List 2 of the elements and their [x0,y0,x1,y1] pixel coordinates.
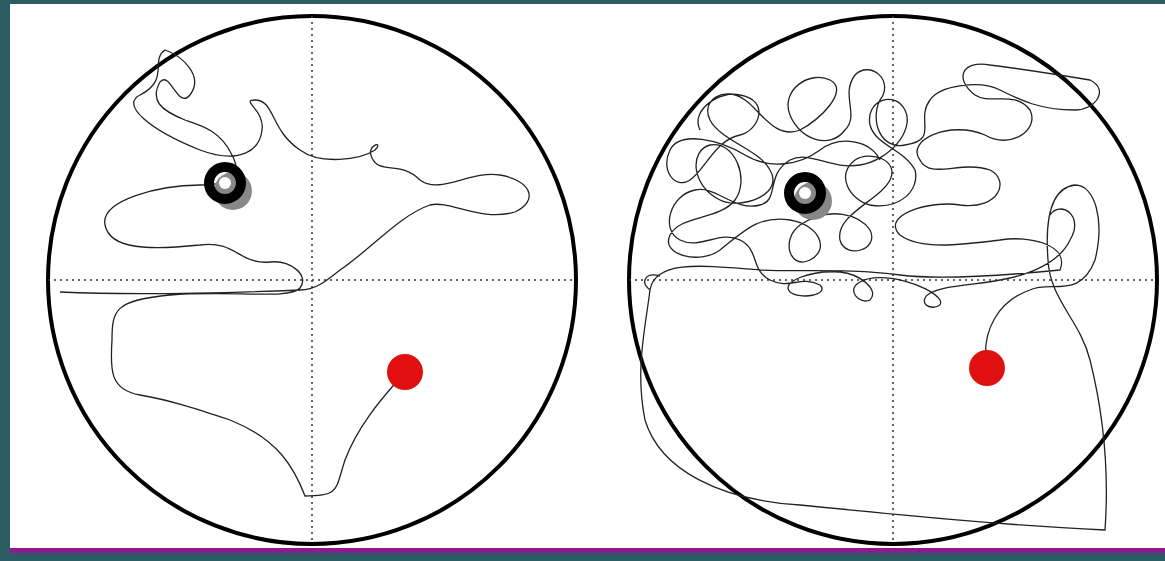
water-maze-pool-drawing [625,12,1161,548]
water-maze-pool-drawing [44,12,580,548]
